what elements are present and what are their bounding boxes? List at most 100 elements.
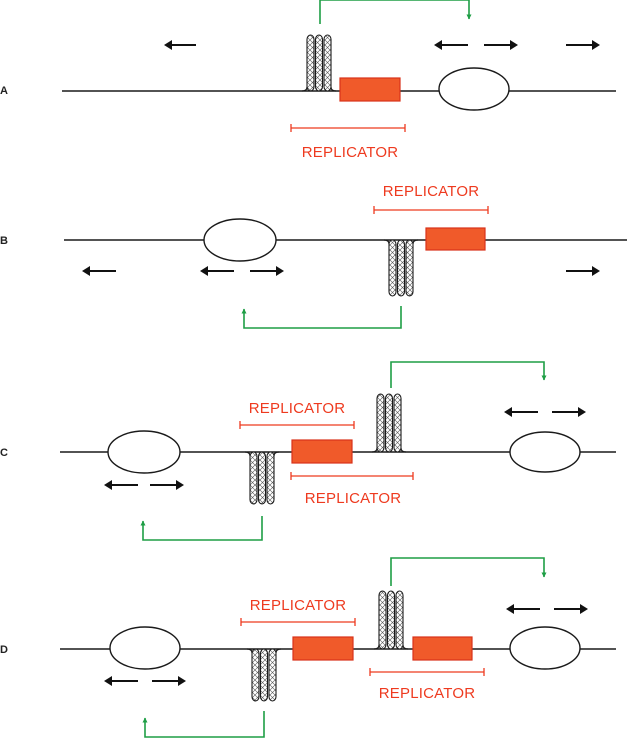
replicator-label: REPLICATOR	[383, 183, 479, 200]
replicator-bracket	[240, 618, 356, 626]
loop-lobe	[306, 34, 315, 92]
hatched-loop	[301, 34, 337, 92]
replicator-bracket	[369, 668, 485, 676]
replication-bubble	[107, 430, 181, 474]
fork-arrow	[152, 676, 186, 686]
loop-lobe	[378, 590, 387, 650]
panel-label-a: A	[0, 85, 8, 97]
arrow-head	[434, 40, 442, 50]
loop-base	[330, 86, 337, 92]
replication-bubble	[509, 626, 581, 670]
hatched-loop	[371, 393, 407, 453]
loop-lobe	[266, 451, 275, 505]
loop-lobe	[259, 648, 269, 702]
arrow-head	[592, 40, 600, 50]
replication-bubble	[109, 626, 181, 670]
loop-base	[383, 239, 390, 245]
loop-lobe	[405, 239, 414, 297]
replicator-box	[425, 227, 486, 251]
loop-base	[301, 86, 308, 92]
replicator-bracket	[239, 421, 355, 429]
loop-base	[412, 239, 419, 245]
fork-arrow	[484, 40, 518, 50]
arrow-head	[104, 676, 112, 686]
loop-lobe	[395, 590, 404, 650]
loop-base	[402, 644, 409, 650]
fork-arrow	[566, 40, 600, 50]
green-arrow	[390, 361, 547, 388]
loop-lobe	[251, 648, 260, 702]
hatched-loop	[383, 239, 419, 297]
fork-arrow	[82, 266, 116, 276]
replicator-bracket	[373, 206, 489, 214]
replicator-bracket	[290, 472, 414, 480]
arrow-head	[592, 266, 600, 276]
fork-arrow	[164, 40, 196, 50]
green-arrow	[241, 306, 402, 329]
replicator-box	[339, 77, 401, 102]
panel-label-b: B	[0, 235, 8, 247]
arrow-head	[200, 266, 208, 276]
arrow-head	[504, 407, 512, 417]
loop-base	[273, 451, 280, 457]
replicator-label: REPLICATOR	[249, 400, 345, 417]
fork-arrow	[150, 480, 184, 490]
loop-base	[246, 648, 253, 654]
fork-arrow	[566, 266, 600, 276]
arrow-head	[82, 266, 90, 276]
fork-arrow	[434, 40, 468, 50]
hatched-loop	[246, 648, 282, 702]
arrow-head	[276, 266, 284, 276]
fork-arrow	[250, 266, 284, 276]
panel-b: B REPLICATOR	[0, 183, 627, 329]
arrow-head	[578, 407, 586, 417]
fork-arrow	[104, 676, 138, 686]
arrow-head	[176, 480, 184, 490]
arrow-head	[510, 40, 518, 50]
loop-lobe	[249, 451, 258, 505]
hatched-loop	[373, 590, 409, 650]
loop-lobe	[376, 393, 385, 453]
green-arrow	[319, 0, 472, 24]
loop-base	[400, 447, 407, 453]
replicator-label: REPLICATOR	[305, 490, 401, 507]
green-arrow	[140, 516, 263, 541]
loop-lobe	[393, 393, 402, 453]
panel-label-d: D	[0, 644, 8, 656]
panel-c: C REPLICATOR REPLICATOR	[0, 361, 616, 541]
fork-arrow	[200, 266, 234, 276]
loop-base	[371, 447, 378, 453]
panel-d: D REPLICATOR REPLICATOR	[0, 557, 616, 738]
loop-lobe	[257, 451, 267, 505]
replicator-box	[292, 636, 354, 661]
loop-lobe	[396, 239, 406, 297]
arrow-head	[506, 604, 514, 614]
loop-base	[373, 644, 380, 650]
loop-base	[275, 648, 282, 654]
loop-lobe	[314, 34, 324, 92]
fork-arrow	[104, 480, 138, 490]
green-arrow	[390, 557, 547, 586]
arrow-head	[104, 480, 112, 490]
panel-label-c: C	[0, 447, 8, 459]
fork-arrow	[506, 604, 540, 614]
loop-lobe	[386, 590, 396, 650]
loop-lobe	[384, 393, 394, 453]
fork-arrow	[504, 407, 538, 417]
arrow-head	[580, 604, 588, 614]
green-arrow	[142, 711, 265, 738]
loop-lobe	[388, 239, 397, 297]
panel-a: A REPLICATOR	[0, 0, 616, 161]
loop-base	[244, 451, 251, 457]
replicator-label: REPLICATOR	[379, 685, 475, 702]
arrow-head	[164, 40, 172, 50]
fork-arrow	[552, 407, 586, 417]
replication-bubble	[438, 67, 510, 111]
replicator-label: REPLICATOR	[302, 144, 398, 161]
replication-bubble	[509, 431, 581, 473]
fork-arrow	[554, 604, 588, 614]
replicator-bracket	[290, 124, 406, 132]
replicator-box	[412, 636, 473, 661]
loop-lobe	[323, 34, 332, 92]
